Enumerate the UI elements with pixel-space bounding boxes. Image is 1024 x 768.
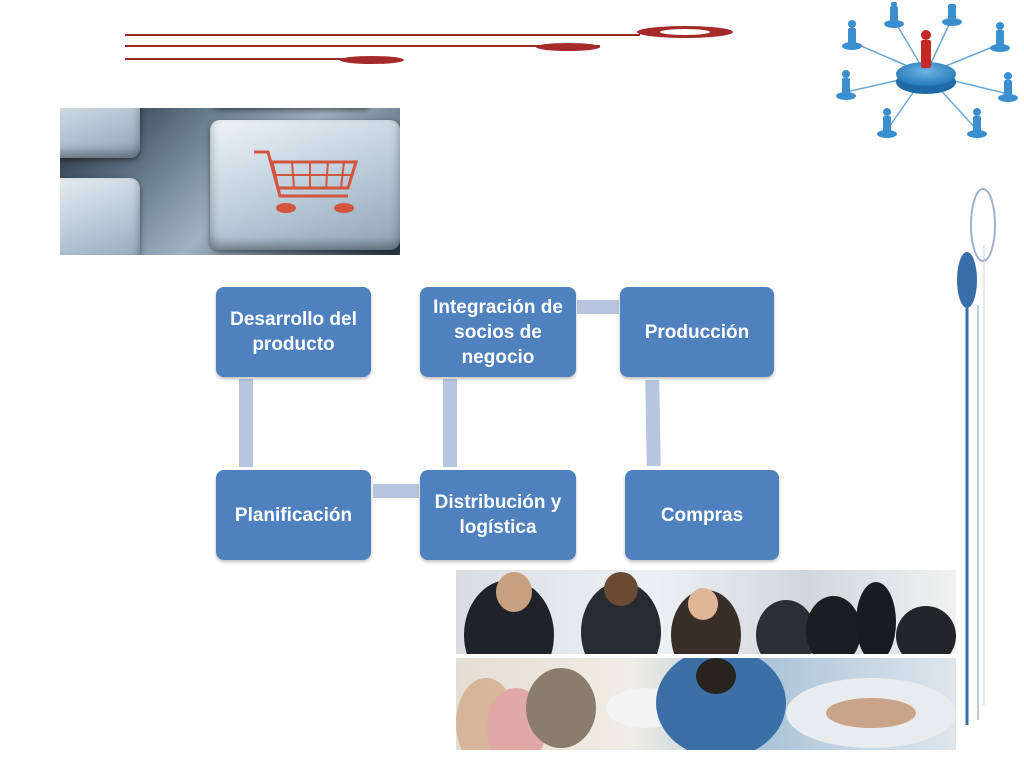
people-network-icon: [836, 2, 1018, 138]
shopping-cart-icon: [254, 150, 359, 213]
node-compras: Compras: [625, 470, 779, 560]
node-distribucion-y-logistica: Distribución y logística: [420, 470, 576, 560]
business-meeting-photo: [456, 570, 956, 654]
connector-planificacion-distribucion: [373, 484, 419, 498]
node-label: Distribución y logística: [434, 492, 562, 538]
node-label: Integración de socios de negocio: [433, 296, 563, 368]
decorative-red-lines: [125, 26, 733, 64]
node-integracion-de-socios: Integración de socios de negocio: [420, 287, 576, 377]
node-produccion: Producción: [620, 287, 774, 377]
connector-desarrollo-planificacion: [239, 379, 253, 467]
connector-integracion-produccion: [577, 300, 619, 314]
shopping-cart-key-image: [60, 108, 400, 255]
node-planificacion: Planificación: [216, 470, 371, 560]
node-label: Desarrollo del producto: [230, 309, 357, 355]
office-workers-photo: [456, 658, 956, 750]
node-desarrollo-del-producto: Desarrollo del producto: [216, 287, 371, 377]
decorative-vertical-lines: [957, 188, 996, 725]
node-label: Producción: [644, 321, 750, 343]
connector-produccion-compras: [645, 379, 661, 467]
connector-distribucion-integracion: [443, 379, 457, 467]
node-label: Planificación: [234, 504, 353, 526]
node-label: Compras: [660, 504, 744, 526]
